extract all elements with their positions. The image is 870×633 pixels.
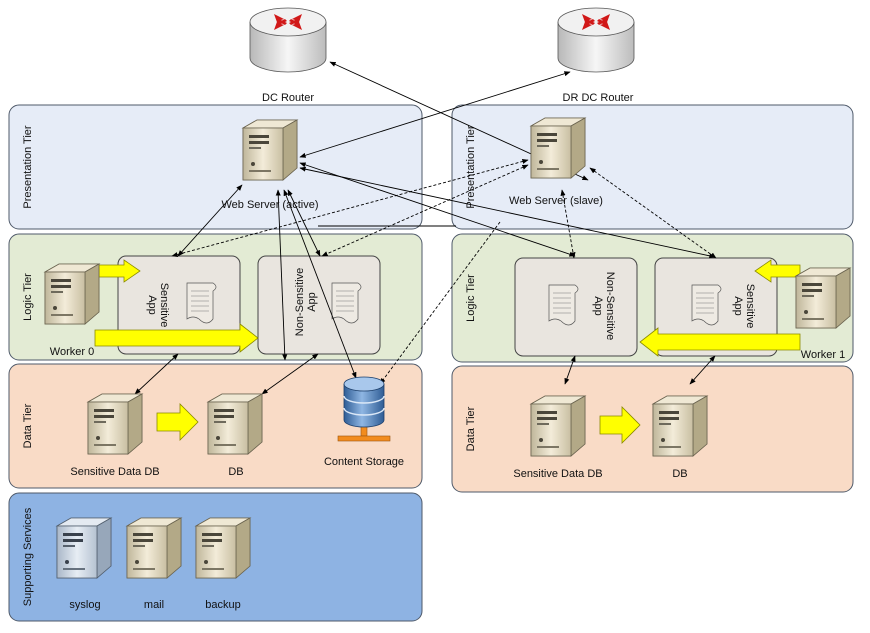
server-icon [126,517,182,579]
mail-label: mail [144,599,164,611]
db-left-label: DB [228,466,243,478]
dr-dc-router-label: DR DC Router [563,92,634,104]
support-tier-label: Supporting Services [22,507,34,606]
flow-arrow [156,403,199,441]
presentation-tier-label-left: Presentation Tier [22,125,34,208]
presentation-tier-right [451,104,854,230]
flow-arrow [754,259,801,283]
router-icon [557,7,635,73]
server-icon [195,517,251,579]
server-icon [530,395,586,457]
document-icon [691,284,722,326]
db-right-label: DB [672,468,687,480]
web-server-active-label: Web Server (active) [222,199,319,211]
router-icon [249,7,327,73]
server-icon [242,119,298,181]
sensitive-data-db-left-label: Sensitive Data DB [70,466,159,478]
flow-arrow [599,406,641,444]
document-icon [331,282,362,324]
server-icon [530,117,586,179]
web-server-slave-label: Web Server (slave) [509,195,603,207]
connections [134,61,717,395]
server-icon [652,395,708,457]
backup-label: backup [205,599,240,611]
worker0-label: Worker 0 [50,346,94,358]
logic-tier-label-right: Logic Tier [465,274,477,322]
document-icon [548,284,579,326]
data-tier-label-left: Data Tier [22,403,34,448]
server-icon [795,267,851,329]
server-icon [56,517,112,579]
server-icon [44,263,100,325]
dc-router-label: DC Router [262,92,314,104]
flow-arrow [94,323,259,353]
presentation-tier-label-right: Presentation Tier [465,125,477,208]
nonsensitive-app-left-box [257,255,381,355]
sensitive-app-right-label: SensitiveApp [732,284,756,329]
flow-arrow [639,327,801,357]
data-tier-right [451,365,854,493]
nonsensitive-app-right-box [514,257,638,357]
flow-arrow [94,259,141,283]
nonsensitive-app-right-label: Non-SensitiveApp [592,272,616,340]
worker1-label: Worker 1 [801,349,845,361]
flow-arrows [94,259,801,444]
server-icon [87,393,143,455]
syslog-label: syslog [69,599,100,611]
server-icon [207,393,263,455]
data-tier-label-right: Data Tier [465,406,477,451]
database-icon [337,376,391,442]
content-storage-label: Content Storage [324,456,404,468]
sensitive-data-db-right-label: Sensitive Data DB [513,468,602,480]
document-icon [186,282,217,324]
presentation-tier-left [8,104,423,230]
logic-tier-label-left: Logic Tier [22,273,34,321]
sensitive-app-left-label: SensitiveApp [146,283,170,328]
